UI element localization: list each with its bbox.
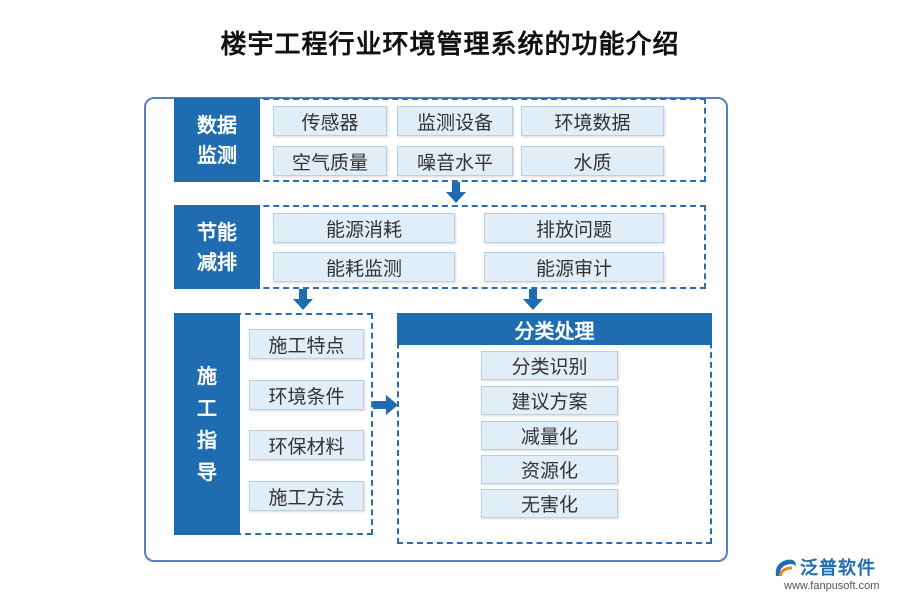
arrow-down-icon <box>293 289 313 310</box>
arrow-down-icon <box>446 182 466 203</box>
chip-construction-features: 施工特点 <box>249 329 364 359</box>
classification-header: 分类处理 <box>397 313 712 345</box>
chip-reduction: 减量化 <box>481 421 618 450</box>
chip-construction-methods: 施工方法 <box>249 481 364 511</box>
label-line: 监测 <box>197 143 237 167</box>
chip-environment-conditions: 环境条件 <box>249 380 364 410</box>
chip-energy-monitoring: 能耗监测 <box>273 252 455 282</box>
arrow-down-icon <box>523 289 543 310</box>
chip-monitoring-device: 监测设备 <box>397 106 513 136</box>
chip-emission-issues: 排放问题 <box>484 213 664 243</box>
label-line: 数据 <box>197 113 237 137</box>
logo-icon <box>775 559 796 577</box>
chip-classification-identify: 分类识别 <box>481 351 618 380</box>
chip-eco-materials: 环保材料 <box>249 430 364 460</box>
logo-url: www.fanpusoft.com <box>784 580 880 592</box>
diagram-title: 楼宇工程行业环境管理系统的功能介绍 <box>220 30 680 60</box>
label-line: 节能 <box>197 220 237 244</box>
chip-environment-data: 环境数据 <box>521 106 664 136</box>
chip-sensor: 传感器 <box>273 106 387 136</box>
energy-saving-label: 节能 减排 <box>174 205 260 289</box>
chip-suggested-plan: 建议方案 <box>481 386 618 415</box>
logo-name: 泛普软件 <box>800 558 876 579</box>
label-char: 指 <box>197 428 217 452</box>
construction-guidance-label: 施 工 指 导 <box>174 313 240 535</box>
label-char: 工 <box>197 396 217 420</box>
chip-energy-consumption: 能源消耗 <box>273 213 455 243</box>
arrow-right-icon <box>373 395 398 415</box>
chip-water-quality: 水质 <box>521 146 664 176</box>
chip-noise-level: 噪音水平 <box>397 146 513 176</box>
chip-resource-recovery: 资源化 <box>481 455 618 484</box>
brand-logo: 泛普软件 www.fanpusoft.com <box>770 552 895 598</box>
data-monitoring-label: 数据 监测 <box>174 98 260 182</box>
label-line: 减排 <box>197 250 237 274</box>
chip-air-quality: 空气质量 <box>273 146 387 176</box>
label-char: 施 <box>197 364 217 388</box>
label-char: 导 <box>197 460 217 484</box>
chip-energy-audit: 能源审计 <box>484 252 664 282</box>
chip-harmless-treatment: 无害化 <box>481 489 618 518</box>
